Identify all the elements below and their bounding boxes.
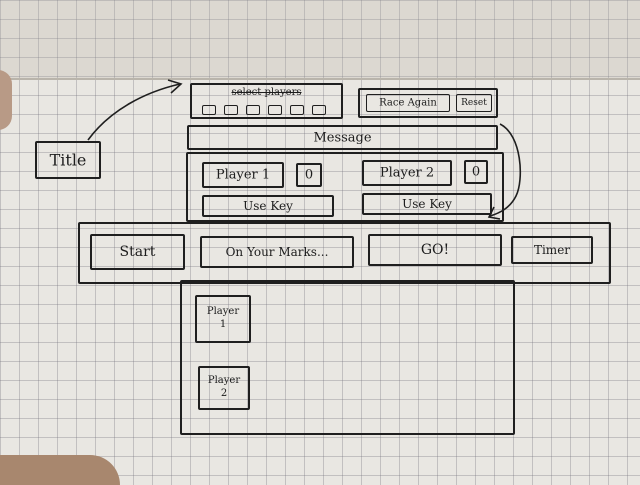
player-name-label: Player 2 — [379, 165, 435, 181]
runner-label-line: Player — [207, 375, 241, 386]
use-key-label: Use Key — [243, 199, 293, 213]
player-count-option[interactable] — [268, 105, 282, 115]
player-count-option[interactable] — [202, 105, 216, 115]
player-1-score: 0 — [296, 163, 322, 187]
message-arrow — [489, 123, 522, 217]
player-2-key-button[interactable]: Use Key — [362, 193, 492, 215]
player-count-option[interactable] — [312, 105, 326, 115]
timer-label: Timer — [533, 243, 571, 257]
go-display: GO! — [368, 234, 502, 266]
go-label: GO! — [420, 242, 450, 258]
message-bar: Message — [187, 125, 498, 150]
message-text: Message — [313, 130, 372, 145]
player-count-option[interactable] — [290, 105, 304, 115]
on-your-marks-label: On Your Marks... — [225, 245, 329, 259]
race-again-label: Race Again — [379, 97, 437, 109]
controls-row: Start On Your Marks... GO! Timer — [78, 222, 611, 284]
runner-label: Player 2 — [200, 374, 248, 400]
start-button[interactable]: Start — [90, 234, 185, 270]
timer-display: Timer — [511, 236, 593, 264]
title-box: Title — [35, 141, 101, 179]
reset-label: Reset — [461, 98, 487, 108]
arrowhead — [167, 79, 183, 94]
player-count-option[interactable] — [246, 105, 260, 115]
finger — [0, 70, 12, 130]
select-players-label: select players — [231, 87, 302, 98]
player-1-runner: Player 1 — [195, 295, 251, 343]
use-key-label: Use Key — [402, 197, 452, 211]
player-1-key-button[interactable]: Use Key — [202, 195, 334, 217]
runner-label: Player 1 — [197, 305, 249, 331]
on-your-marks-display: On Your Marks... — [200, 236, 354, 268]
runner-label-line: 2 — [220, 388, 228, 399]
header-right-panel: Race Again Reset — [358, 88, 498, 118]
player-2-name: Player 2 — [362, 160, 452, 186]
select-players-panel[interactable]: select players — [190, 83, 343, 119]
arrowhead — [487, 206, 501, 220]
players-panel: Player 1 0 Player 2 0 Use Key Use Key — [186, 152, 504, 222]
player-name-label: Player 1 — [215, 167, 271, 183]
race-again-button[interactable]: Race Again — [366, 94, 450, 112]
start-label: Start — [119, 244, 156, 260]
player-1-name: Player 1 — [202, 162, 284, 188]
player-2-runner: Player 2 — [198, 366, 250, 410]
notebook-top-page — [0, 0, 640, 80]
runner-label-line: Player — [206, 306, 240, 317]
title-arrow — [87, 83, 181, 141]
title-label: Title — [49, 150, 87, 170]
player-2-score: 0 — [464, 160, 488, 184]
player-count-option[interactable] — [224, 105, 238, 115]
race-track: Player 1 Player 2 — [180, 280, 515, 435]
reset-button[interactable]: Reset — [456, 94, 492, 112]
runner-label-line: 1 — [219, 319, 227, 330]
score-value: 0 — [471, 164, 481, 180]
score-value: 0 — [304, 167, 314, 183]
